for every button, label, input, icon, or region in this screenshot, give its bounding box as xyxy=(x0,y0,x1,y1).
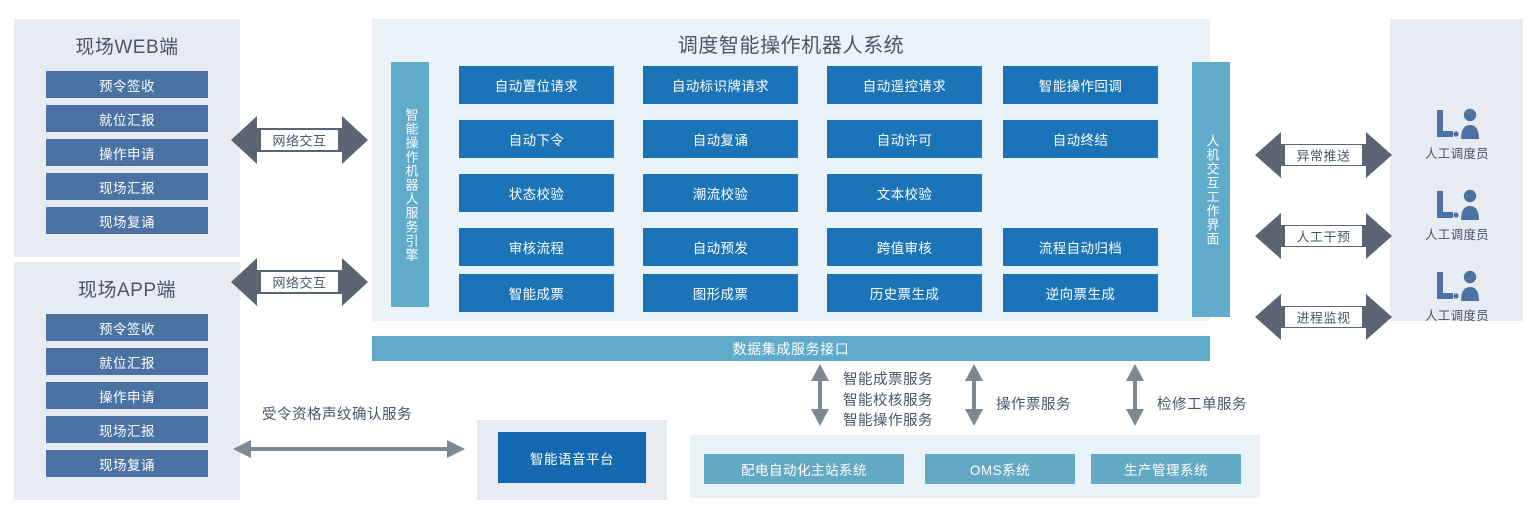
service-group-2-label: 检修工单服务 xyxy=(1157,397,1247,413)
function-box-r2c0[interactable]: 状态校验 xyxy=(459,174,614,212)
function-box-r0c2[interactable]: 自动遥控请求 xyxy=(827,66,982,104)
service-group-1-label: 操作票服务 xyxy=(996,397,1071,413)
robot-service-engine-bar: 智能操作机器人服务引擎 xyxy=(391,62,429,307)
data-integration-bar: 数据集成服务接口 xyxy=(372,336,1210,361)
engine-bar-text: 智能操作机器人服务引擎 xyxy=(403,107,419,262)
app-client-item-4[interactable]: 现场复诵 xyxy=(46,450,208,477)
function-box-r4c2[interactable]: 历史票生成 xyxy=(827,274,982,312)
function-box-r0c0[interactable]: 自动置位请求 xyxy=(459,66,614,104)
web-client-item-1[interactable]: 就位汇报 xyxy=(46,105,208,132)
function-box-r2c2[interactable]: 文本校验 xyxy=(827,174,982,212)
arrow-manual-intervention: 人工干预 xyxy=(1255,211,1392,261)
function-box-r3c3[interactable]: 流程自动归档 xyxy=(1003,228,1158,266)
dispatcher-2-label: 人工调度员 xyxy=(1424,309,1489,323)
function-box-r3c2[interactable]: 跨值审核 xyxy=(827,228,982,266)
app-client-item-3[interactable]: 现场汇报 xyxy=(46,416,208,443)
external-system-1[interactable]: OMS系统 xyxy=(925,454,1075,484)
service-arrow-2 xyxy=(1124,364,1146,426)
voice-platform-box[interactable]: 智能语音平台 xyxy=(498,432,646,483)
operator-at-console-icon xyxy=(1437,108,1479,139)
app-client-item-2[interactable]: 操作申请 xyxy=(46,382,208,409)
system-title: 调度智能操作机器人系统 xyxy=(677,35,905,57)
function-box-r4c1[interactable]: 图形成票 xyxy=(643,274,798,312)
service-group-0-label: 智能成票服务 智能校核服务 智能操作服务 xyxy=(843,372,933,430)
function-box-r4c0[interactable]: 智能成票 xyxy=(459,274,614,312)
dispatcher-1-label: 人工调度员 xyxy=(1424,228,1489,242)
dispatcher-0: 人工调度员 xyxy=(1397,108,1517,163)
function-box-r1c3[interactable]: 自动终结 xyxy=(1003,120,1158,158)
function-box-r3c1[interactable]: 自动预发 xyxy=(643,228,798,266)
arrow-web-network: 网络交互 xyxy=(231,114,368,166)
external-system-0[interactable]: 配电自动化主站系统 xyxy=(704,454,904,484)
app-client-title: 现场APP端 xyxy=(77,280,177,301)
external-system-2[interactable]: 生产管理系统 xyxy=(1091,454,1241,484)
service-arrow-0 xyxy=(809,364,831,426)
voiceprint-service-label: 受令资格声纹确认服务 xyxy=(262,407,412,423)
web-client-item-4[interactable]: 现场复诵 xyxy=(46,207,208,234)
arrow-app-network: 网络交互 xyxy=(231,256,368,308)
service-arrow-1 xyxy=(963,364,985,426)
dispatcher-0-label: 人工调度员 xyxy=(1424,147,1489,161)
dispatcher-2: 人工调度员 xyxy=(1397,270,1517,325)
operator-at-console-icon xyxy=(1437,270,1479,301)
hmi-interface-bar: 人机交互工作界面 xyxy=(1192,62,1230,317)
dispatcher-1: 人工调度员 xyxy=(1397,189,1517,244)
voiceprint-arrow xyxy=(233,438,465,460)
app-client-item-1[interactable]: 就位汇报 xyxy=(46,348,208,375)
operator-at-console-icon xyxy=(1437,189,1479,220)
function-box-r4c3[interactable]: 逆向票生成 xyxy=(1003,274,1158,312)
dispatchers-panel xyxy=(1390,19,1523,321)
web-client-item-0[interactable]: 预令签收 xyxy=(46,71,208,98)
arrow-exception-push: 异常推送 xyxy=(1255,130,1392,180)
arrow-process-monitor: 进程监视 xyxy=(1255,292,1392,342)
function-box-r0c3[interactable]: 智能操作回调 xyxy=(1003,66,1158,104)
web-client-title: 现场WEB端 xyxy=(75,37,179,58)
function-box-r2c1[interactable]: 潮流校验 xyxy=(643,174,798,212)
function-box-r1c2[interactable]: 自动许可 xyxy=(827,120,982,158)
hmi-bar-text: 人机交互工作界面 xyxy=(1204,133,1220,246)
function-box-r0c1[interactable]: 自动标识牌请求 xyxy=(643,66,798,104)
web-client-panel: 现场WEB端 预令签收 就位汇报 操作申请 现场汇报 现场复诵 xyxy=(14,19,240,257)
function-box-r1c1[interactable]: 自动复诵 xyxy=(643,120,798,158)
app-client-panel: 现场APP端 预令签收 就位汇报 操作申请 现场汇报 现场复诵 xyxy=(14,262,240,500)
function-box-r3c0[interactable]: 审核流程 xyxy=(459,228,614,266)
app-client-item-0[interactable]: 预令签收 xyxy=(46,314,208,341)
web-client-item-3[interactable]: 现场汇报 xyxy=(46,173,208,200)
web-client-item-2[interactable]: 操作申请 xyxy=(46,139,208,166)
function-box-r1c0[interactable]: 自动下令 xyxy=(459,120,614,158)
